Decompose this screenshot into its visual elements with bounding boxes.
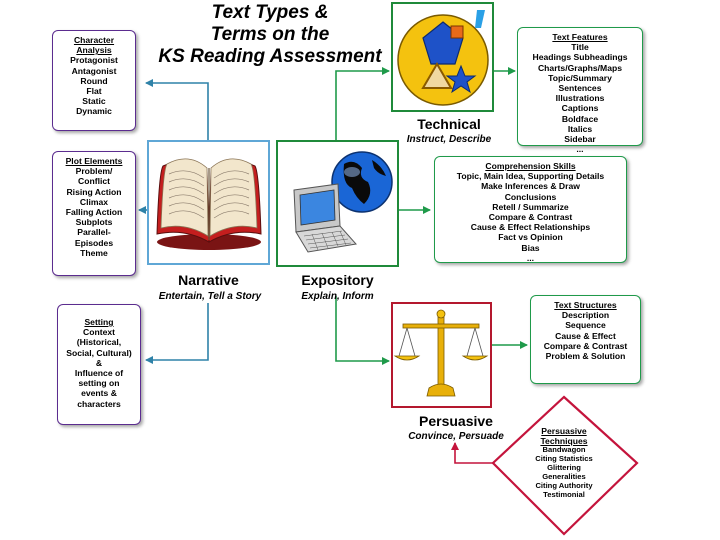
- list-item: Retell / Summarize: [492, 201, 569, 212]
- list-item: Bias: [521, 242, 540, 253]
- persuasive-techniques-heading: Persuasive Techniques: [540, 426, 588, 446]
- list-item: Episodes: [74, 237, 114, 248]
- list-item: Charts/Graphs/Maps: [537, 62, 623, 73]
- list-item: Sentences: [558, 83, 602, 94]
- list-item: Fact vs Opinion: [498, 232, 563, 243]
- comprehension-skills-box: Comprehension Skills Topic, Main Idea, S…: [434, 156, 627, 263]
- title-line-1: Text Types &: [211, 2, 329, 23]
- diagram-title: Text Types & Terms on the KS Reading Ass…: [148, 2, 392, 68]
- list-item: Headings Subheadings: [532, 52, 628, 63]
- list-item: Cause & Effect Relationships: [470, 222, 591, 233]
- plot-elements-heading: Plot Elements: [65, 156, 123, 166]
- list-item: Conflict: [78, 176, 110, 187]
- setting-heading: Setting: [84, 317, 114, 327]
- list-item: Subplots: [75, 217, 113, 228]
- list-item: Falling Action: [65, 207, 123, 218]
- list-item: setting on: [78, 378, 120, 389]
- list-item: Parallel-: [77, 227, 111, 238]
- list-item: Captions: [561, 103, 599, 114]
- list-item: Sidebar: [564, 134, 596, 145]
- persuasive-techniques-text: Persuasive Techniques Bandwagon Citing S…: [514, 426, 614, 499]
- setting-box: Setting Context (Historical, Social, Cul…: [57, 304, 141, 425]
- list-item: ...: [526, 252, 535, 263]
- character-analysis-box: Character Analysis Protagonist Antagonis…: [52, 30, 136, 131]
- list-item: Social, Cultural): [66, 347, 132, 358]
- list-item: characters: [77, 398, 121, 409]
- arrow-to-technical: [335, 67, 390, 140]
- list-item: Glittering: [547, 462, 581, 472]
- list-item: Conclusions: [504, 191, 557, 202]
- arrow-to-character-analysis: [145, 79, 209, 140]
- list-item: events &: [81, 388, 117, 399]
- persuasive-label: Persuasive: [419, 413, 493, 429]
- geometric-shapes-icon: [397, 10, 489, 106]
- list-item: Compare & Contrast: [488, 212, 573, 223]
- arrow-to-persuasive: [335, 296, 390, 365]
- list-item: Citing Statistics: [535, 453, 593, 463]
- technical-subtitle: Instruct, Describe: [406, 134, 492, 145]
- list-item: Description: [561, 310, 610, 321]
- narrative-picture: [147, 140, 270, 265]
- list-item: Make Inferences & Draw: [481, 181, 580, 192]
- list-item: Testimonial: [543, 489, 585, 499]
- text-structures-box: Text Structures Description Sequence Cau…: [530, 295, 641, 384]
- list-item: Context: [83, 327, 115, 338]
- open-book-icon: [156, 158, 262, 250]
- list-item: Cause & Effect: [555, 330, 616, 341]
- expository-subtitle: Explain, Inform: [301, 291, 374, 302]
- expository-label: Expository: [301, 272, 374, 288]
- list-item: Illustrations: [555, 93, 605, 104]
- list-item: Climax: [79, 196, 109, 207]
- list-item: Protagonist: [70, 55, 118, 66]
- narrative-subtitle: Entertain, Tell a Story: [158, 291, 262, 302]
- list-item: Rising Action: [66, 186, 122, 197]
- list-item: Antagonist: [71, 65, 117, 76]
- computer-globe-icon: [293, 151, 393, 253]
- list-item: Problem/: [75, 166, 113, 177]
- list-item: Flat: [86, 86, 102, 97]
- text-features-heading: Text Features: [552, 32, 608, 42]
- list-item: Topic/Summary: [548, 72, 612, 83]
- list-item: Italics: [567, 123, 593, 134]
- list-item: ...: [576, 144, 584, 155]
- list-item: Static: [82, 96, 106, 107]
- arrow-to-persuasive-techniques: [451, 442, 494, 464]
- list-item: Title: [571, 42, 589, 53]
- character-analysis-heading: Character Analysis: [73, 35, 115, 56]
- expository-picture: [276, 140, 399, 267]
- technical-picture: [391, 2, 494, 112]
- list-item: Theme: [80, 247, 108, 258]
- list-item: Round: [80, 75, 108, 86]
- technical-label: Technical: [417, 116, 481, 132]
- list-item: Compare & Contrast: [543, 340, 628, 351]
- list-item: Bandwagon: [542, 445, 586, 454]
- arrow-to-setting: [145, 303, 209, 364]
- list-item: Influence of: [74, 368, 124, 379]
- list-item: Problem & Solution: [545, 351, 626, 362]
- plot-elements-box: Plot Elements Problem/ Conflict Rising A…: [52, 151, 136, 276]
- text-features-box: Text Features Title Headings Subheadings…: [517, 27, 643, 154]
- list-item: &: [95, 357, 103, 368]
- list-item: (Historical,: [76, 337, 122, 348]
- list-item: Generalities: [542, 471, 586, 481]
- narrative-label: Narrative: [178, 272, 239, 288]
- text-structures-heading: Text Structures: [554, 300, 617, 310]
- title-line-2: Terms on the: [210, 24, 330, 45]
- list-item: Topic, Main Idea, Supporting Details: [456, 171, 605, 182]
- list-item: Boldface: [561, 113, 599, 124]
- list-item: Sequence: [565, 320, 606, 331]
- list-item: Dynamic: [76, 106, 112, 117]
- comprehension-skills-heading: Comprehension Skills: [485, 161, 576, 171]
- persuasive-picture: [391, 302, 492, 408]
- title-line-3: KS Reading Assessment: [158, 46, 382, 67]
- balance-scale-icon: [393, 309, 489, 397]
- list-item: Citing Authority: [535, 480, 593, 490]
- persuasive-subtitle: Convince, Persuade: [408, 431, 504, 442]
